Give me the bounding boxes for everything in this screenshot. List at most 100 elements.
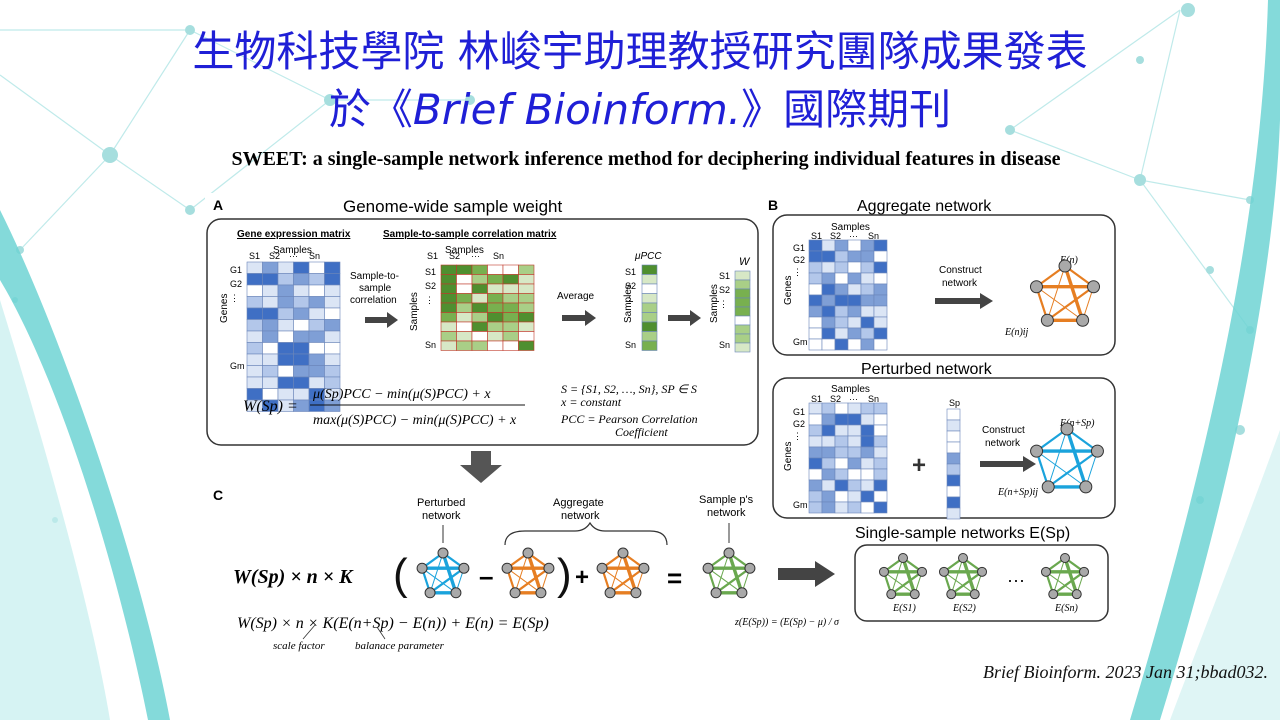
gene-matrix-cell	[262, 376, 279, 389]
corr-matrix-cell	[518, 321, 535, 332]
mu-row-label: Sn	[625, 340, 636, 350]
step2-label: Average	[557, 291, 595, 302]
col-label: ···	[471, 251, 480, 261]
aggregate-eq-net-node	[543, 562, 555, 574]
sample-eq-net-node	[702, 562, 714, 574]
aggregate-matrix-cell	[860, 239, 875, 252]
corr-matrix-cell	[471, 331, 488, 342]
corr-matrix-cell	[487, 331, 504, 342]
title-prefix: 於《	[328, 85, 413, 134]
ss-net-1-edge	[883, 571, 916, 595]
mu-row-label: S2	[625, 281, 636, 291]
perturbed-matrix-cell	[847, 468, 862, 481]
col-label: ···	[289, 251, 298, 261]
perturbed-matrix-cell	[834, 490, 849, 503]
perturbed-matrix-cell	[847, 413, 862, 426]
scale-pointer	[302, 624, 316, 640]
network-decoration	[0, 9, 1251, 331]
panel-c: C Perturbed network Aggregate network Sa…	[213, 487, 1109, 652]
ss-dots: ···	[1007, 570, 1025, 590]
ensp-label: E(n+Sp)	[1059, 418, 1095, 429]
row-label: G2	[793, 255, 805, 265]
gene-matrix-cell	[293, 365, 310, 378]
perturbed-matrix-cell	[821, 479, 836, 492]
gene-matrix-cell	[277, 273, 294, 286]
aggregate-net-edge	[1046, 265, 1066, 321]
corr-matrix-cell	[440, 331, 457, 342]
w-vector-cell	[734, 324, 751, 335]
perturbed-matrix-cell	[847, 424, 862, 437]
gene-matrix-cell	[293, 376, 310, 389]
row-label: Gm	[793, 337, 808, 347]
perturbed-matrix-cell	[873, 413, 888, 426]
aggregate-matrix-cell	[808, 283, 823, 296]
balance-param-label: balanace parameter	[355, 640, 445, 652]
method-figure: A Genome-wide sample weight Gene express…	[205, 193, 1120, 653]
aggregate-matrix-cell	[873, 305, 888, 318]
corr-matrix-cell	[502, 340, 519, 351]
sp-vector-cell	[946, 485, 961, 498]
gene-matrix-cell	[324, 365, 341, 378]
gene-matrix-cell	[324, 399, 341, 412]
arrow-down	[460, 451, 502, 483]
perturbed-matrix-cell	[873, 424, 888, 437]
aggregate-eq-net-node	[509, 587, 521, 599]
perturbed-matrix-cell	[834, 501, 849, 514]
sp-vector-cell	[946, 496, 961, 509]
perturbed-matrix-cell	[860, 424, 875, 437]
corr-matrix-cell	[471, 274, 488, 285]
arrow-a3	[668, 310, 701, 326]
perturbed-matrix-cell	[860, 457, 875, 470]
aggregate-matrix-cell	[847, 327, 862, 340]
aggregate-matrix-cell	[834, 283, 849, 296]
perturbed-matrix-cell	[860, 413, 875, 426]
w-vector-cell	[734, 315, 751, 326]
corr-matrix-cell	[502, 274, 519, 285]
w-vector-cell	[734, 288, 751, 299]
sp-vector-cell	[946, 441, 961, 454]
equals-sign: =	[667, 563, 682, 593]
aggregate-eq-net2-edge	[601, 567, 637, 594]
corr-matrix-cell	[487, 340, 504, 351]
ss-net-2-edge	[950, 557, 964, 595]
gene-matrix-cell	[277, 319, 294, 332]
aggregate-box	[772, 214, 1116, 356]
aggregate-eq-net2-node	[617, 547, 629, 559]
w-vector-cell	[734, 306, 751, 317]
perturbed-net-edge	[1047, 450, 1099, 488]
corr-matrix-cell	[518, 264, 535, 275]
aggregate-matrix-cell	[808, 239, 823, 252]
corr-matrix-cell	[471, 321, 488, 332]
gene-matrix-cell	[246, 296, 263, 309]
samples-label-a1: Samples	[273, 245, 312, 256]
gene-matrix-cell	[293, 307, 310, 320]
sample-eq-net-edge	[715, 567, 751, 594]
genes-label-b1: Genes	[783, 276, 794, 305]
sp-vector-cell	[946, 452, 961, 465]
aggregate-eq-net-node	[535, 587, 547, 599]
mu-vector	[641, 264, 658, 351]
ss-net-n-node	[1048, 589, 1059, 600]
eq-main: W(Sp) × n × K	[233, 566, 354, 588]
w-vector-cell	[734, 270, 751, 281]
aggregate-matrix-cell	[821, 294, 836, 307]
corr-matrix-cell	[487, 302, 504, 313]
row-label: G1	[793, 407, 805, 417]
arrow-a1	[365, 312, 398, 328]
ss-net-1-edge	[901, 557, 917, 595]
perturbed-matrix-cell	[808, 424, 823, 437]
gene-matrix-cell	[308, 365, 325, 378]
aggregate-label-1: Aggregate	[553, 497, 604, 509]
step1-line1: Sample-to-	[350, 271, 399, 282]
gene-matrix-cell	[308, 330, 325, 343]
ss-net-2-edge	[961, 557, 977, 595]
gene-matrix-label: Gene expression matrix	[237, 229, 351, 240]
corr-matrix-cell	[487, 274, 504, 285]
ss-net-2-node	[946, 589, 957, 600]
perturbed-matrix-cell	[834, 424, 849, 437]
perturbed-matrix-cell	[847, 479, 862, 492]
